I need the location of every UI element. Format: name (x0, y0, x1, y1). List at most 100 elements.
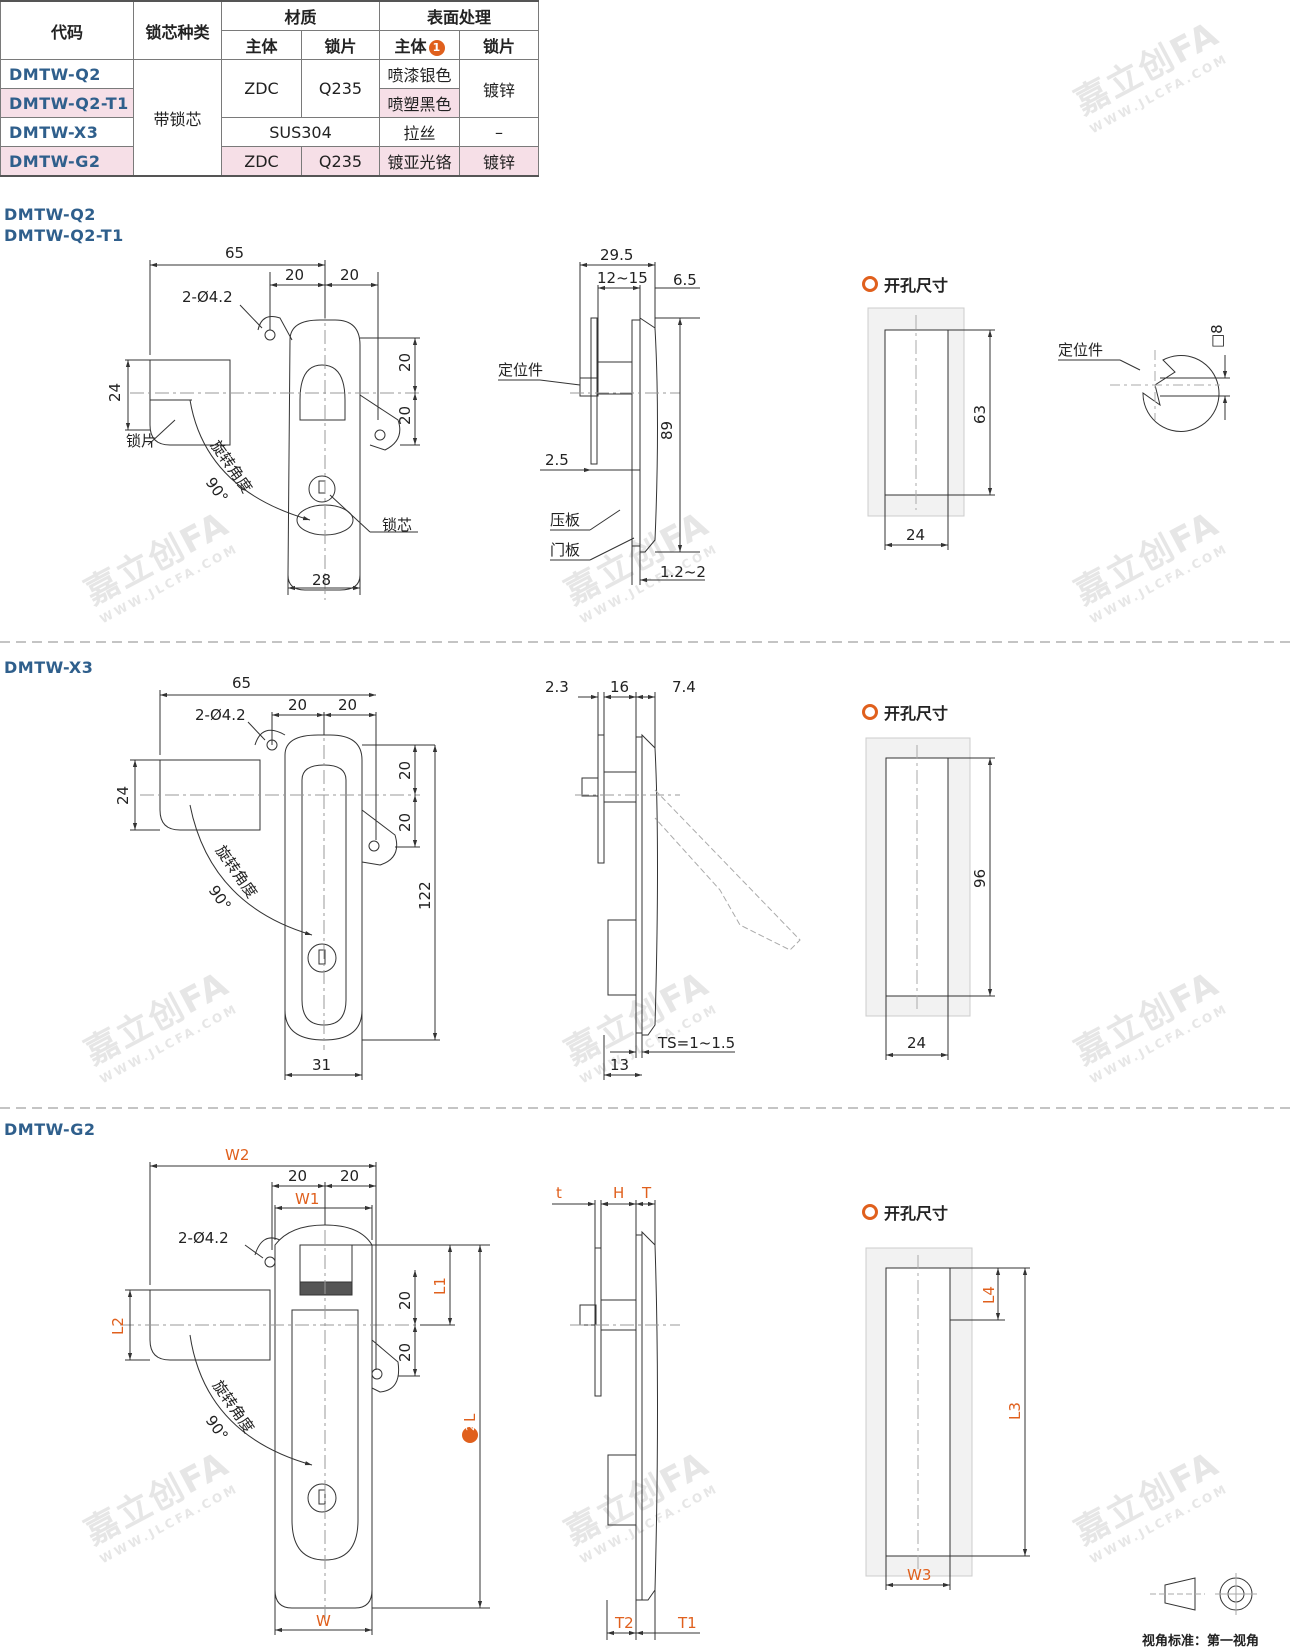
dim-l3: L3 (1006, 1402, 1024, 1420)
q2-front-view: 65 20 20 2-Ø4.2 24 20 20 锁片 旋转角度 90° 锁芯 … (106, 244, 420, 600)
dim-20: 20 (340, 1167, 359, 1185)
header-code: 代码 (0, 0, 134, 60)
surface-body-cell: 镀亚光铬 (379, 146, 460, 177)
position-label: 定位件 (498, 361, 543, 379)
header-surface-plate: 锁片 (459, 30, 539, 60)
g2-cutout-view: L4 L3 W3 (865, 1247, 1030, 1590)
dim-20-vert: 20 (396, 813, 414, 832)
material-cell: SUS304 (221, 117, 380, 147)
dim-16: 16 (610, 678, 629, 696)
row-code: DMTW-X3 (0, 117, 134, 147)
dim-20: 20 (288, 696, 307, 714)
dim-7-4: 7.4 (672, 678, 696, 696)
position-detail-view: 定位件 □8 (1058, 324, 1230, 432)
note-badge: 1 (428, 39, 445, 56)
dim-13: 13 (610, 1056, 629, 1074)
ring-icon (862, 1204, 878, 1220)
position-label: 定位件 (1058, 341, 1103, 359)
header-material-body: 主体 (221, 30, 302, 60)
surface-plate-cell: – (459, 117, 539, 147)
hole-spec: 2-Ø4.2 (182, 288, 233, 306)
section-label-q2-t1: DMTW-Q2-T1 (4, 226, 124, 245)
dim-65: 65 (232, 674, 251, 692)
dim-6-5: 6.5 (673, 271, 697, 289)
dim-20: 20 (285, 266, 304, 284)
door-plate-label: 门板 (550, 541, 580, 559)
dim-24: 24 (106, 383, 124, 402)
cutout-title-q2: 开孔尺寸 (862, 272, 948, 296)
dim-89: 89 (658, 421, 676, 440)
dim-20: 20 (338, 696, 357, 714)
dim-tt: T (641, 1184, 652, 1202)
ring-icon (862, 704, 878, 720)
dim-t: t (556, 1184, 562, 1202)
dim-20-vert: 20 (396, 761, 414, 780)
core-type-cell: 带锁芯 (133, 59, 222, 177)
material-plate-cell: Q235 (301, 59, 380, 118)
section-label-g2: DMTW-G2 (4, 1120, 96, 1139)
dim-w3: W3 (907, 1566, 931, 1584)
section-label-x3: DMTW-X3 (4, 658, 94, 677)
dim-20-vert: 20 (396, 353, 414, 372)
dim-12-15: 12~15 (597, 269, 648, 287)
dim-29-5: 29.5 (600, 246, 633, 264)
dim-24: 24 (907, 1034, 926, 1052)
surface-body-cell: 拉丝 (379, 117, 460, 147)
g2-front-view: W2 20 20 W1 2-Ø4.2 L1 L2 20 20 2 L 旋转角度 … (109, 1146, 490, 1635)
dim-w2: W2 (225, 1146, 249, 1164)
dim-20: 20 (288, 1167, 307, 1185)
surface-plate-cell: 镀锌 (459, 146, 539, 177)
dim-63: 63 (971, 405, 989, 424)
dim-2-5: 2.5 (545, 451, 569, 469)
view-standard-note: 视角标准：第一视角 (1142, 1634, 1260, 1649)
projection-symbol-icon (1150, 1573, 1257, 1615)
dim-20-vert: 20 (396, 1343, 414, 1362)
plate-label: 锁片 (126, 432, 156, 450)
header-surface: 表面处理 (379, 0, 539, 31)
dim-square-8: □8 (1208, 324, 1226, 348)
dim-2-3: 2.3 (545, 678, 569, 696)
dim-w: W (316, 1612, 331, 1630)
surface-plate-cell: 镀锌 (459, 59, 539, 118)
hole-spec: 2-Ø4.2 (195, 706, 246, 724)
core-label: 锁芯 (382, 516, 412, 534)
material-plate-cell: Q235 (301, 146, 380, 177)
cutout-title-text: 开孔尺寸 (884, 1204, 949, 1223)
dim-h: H (613, 1184, 624, 1202)
x3-front-view: 65 20 20 2-Ø4.2 24 20 20 122 旋转角度 90° 31 (114, 674, 440, 1080)
cutout-title-text: 开孔尺寸 (884, 276, 949, 295)
dim-l: L (461, 1413, 479, 1422)
dim-t1: T1 (677, 1614, 697, 1632)
g2-side-view: t H T T2 T1 (552, 1184, 700, 1640)
note-badge-text: 2 (464, 1424, 477, 1431)
cutout-title-g2: 开孔尺寸 (862, 1200, 948, 1224)
cutout-title-x3: 开孔尺寸 (862, 700, 948, 724)
dim-l4: L4 (980, 1286, 998, 1304)
dim-t2: T2 (614, 1614, 634, 1632)
header-surface-body-label: 主体 (394, 37, 427, 56)
dim-l2: L2 (109, 1317, 127, 1335)
dim-28: 28 (312, 571, 331, 589)
dim-24: 24 (114, 786, 132, 805)
ring-icon (862, 276, 878, 292)
dim-20: 20 (340, 266, 359, 284)
row-code: DMTW-G2 (0, 146, 134, 177)
row-code: DMTW-Q2 (0, 59, 134, 89)
dim-20-vert: 20 (396, 406, 414, 425)
row-code: DMTW-Q2-T1 (0, 88, 134, 118)
angle-label: 90° (202, 474, 232, 506)
section-label-q2: DMTW-Q2 (4, 205, 96, 224)
dim-65: 65 (225, 244, 244, 262)
hole-spec: 2-Ø4.2 (178, 1229, 229, 1247)
header-material: 材质 (221, 0, 380, 31)
material-body-cell: ZDC (221, 146, 302, 177)
cutout-title-text: 开孔尺寸 (884, 704, 949, 723)
dim-96: 96 (971, 869, 989, 888)
dim-l1: L1 (431, 1277, 449, 1295)
surface-body-cell: 喷漆银色 (379, 59, 460, 89)
q2-cutout-view: 63 24 (867, 307, 995, 550)
dim-31: 31 (312, 1056, 331, 1074)
note-badge-2 (462, 1427, 478, 1443)
